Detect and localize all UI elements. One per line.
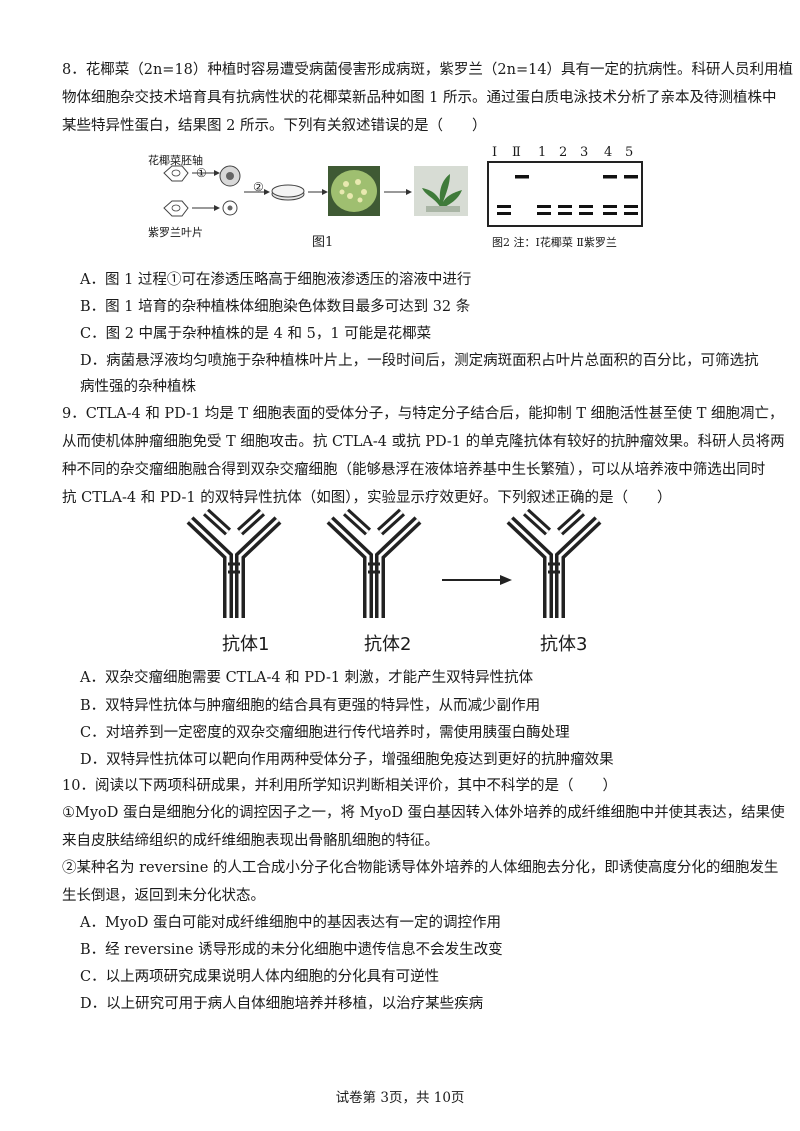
gel-lane-label-1: 1 — [538, 145, 547, 160]
gel-band-lower-2-2 — [558, 212, 572, 215]
fig1-label-violet: 紫罗兰叶片 — [148, 226, 203, 239]
page-footer: 试卷第 3页，共 10页 — [335, 1090, 465, 1106]
gel-band-lower-4-1 — [603, 205, 617, 208]
antibody-2-label: 抗体2 — [364, 634, 412, 655]
q9-stem-line-4: 抗 CTLA-4 和 PD-1 的双特异性抗体（如图），实验显示疗效更好。下列叙… — [62, 490, 672, 506]
q8-option-a: A．图 1 过程①可在渗透压略高于细胞液渗透压的溶液中进行 — [80, 272, 472, 288]
antibody-3-label: 抗体3 — [540, 634, 588, 655]
gel-band-lower-3-2 — [579, 212, 593, 215]
gel-band-lower-5-2 — [624, 212, 638, 215]
q8-option-c: C．图 2 中属于杂种植株的是 4 和 5，1 可能是花椰菜 — [80, 326, 432, 342]
gel-band-lower-Ⅰ-1 — [497, 205, 511, 208]
gel-band-lower-Ⅰ-2 — [497, 212, 511, 215]
gel-lane-label-5: 5 — [625, 145, 634, 160]
q8-option-d-cont: 病性强的杂种植株 — [80, 379, 196, 395]
gel-electrophoresis-diagram — [487, 161, 643, 227]
fig1-step2-label: ② — [253, 180, 264, 194]
q8-stem-line-1: 8．花椰菜（2n=18）种植时容易遭受病菌侵害形成病斑，紫罗兰（2n=14）具有… — [62, 62, 794, 78]
gel-lane-label-4: 4 — [604, 145, 613, 160]
gel-lane-label-I: Ⅰ — [492, 145, 498, 160]
q9-option-c: C．对培养到一定密度的双杂交瘤细胞进行传代培养时，需使用胰蛋白酶处理 — [80, 725, 570, 741]
antibody-1-label: 抗体1 — [222, 634, 270, 655]
q10-item2-line-1: ②某种名为 reversine 的人工合成小分子化合物能诱导体外培养的人体细胞去… — [62, 860, 779, 876]
q10-item2-line-2: 生长倒退，返回到未分化状态。 — [62, 888, 265, 904]
fig1-diagram — [163, 165, 468, 217]
q9-option-b: B．双特异性抗体与肿瘤细胞的结合具有更强的特异性，从而减少副作用 — [80, 698, 541, 714]
q8-stem-line-3: 某些特异性蛋白，结果图 2 所示。下列有关叙述错误的是（ ） — [62, 118, 487, 134]
gel-lane-label-2: 2 — [559, 145, 568, 160]
q8-stem-line-2: 物体细胞杂交技术培育具有抗病性状的花椰菜新品种如图 1 所示。通过蛋白质电泳技术… — [62, 90, 777, 106]
gel-band-lower-1-1 — [537, 205, 551, 208]
q10-stem: 10．阅读以下两项科研成果，并利用所学知识判断相关评价，其中不科学的是（ ） — [62, 778, 617, 794]
gel-band-lower-4-2 — [603, 212, 617, 215]
q8-option-b: B．图 1 培育的杂种植株体细胞染色体数目最多可达到 32 条 — [80, 299, 471, 315]
q10-option-d: D．以上研究可用于病人自体细胞培养并移植，以治疗某些疾病 — [80, 996, 484, 1012]
antibody-3-icon — [506, 508, 602, 618]
antibody-diagram — [186, 508, 602, 618]
q10-item1-line-2: 来自皮肤结缔组织的成纤维细胞表现出骨骼肌细胞的特征。 — [62, 833, 439, 849]
fig2-caption: 图2 注：Ⅰ花椰菜 Ⅱ紫罗兰 — [492, 236, 617, 249]
antibody-2-icon — [326, 508, 422, 618]
gel-band-upper-4 — [603, 175, 617, 179]
antibody-1-icon — [186, 508, 282, 618]
gel-lane-label-II: Ⅱ — [512, 145, 521, 160]
fig1-caption: 图1 — [312, 235, 334, 250]
gel-lane-label-3: 3 — [580, 145, 589, 160]
gel-band-lower-2-1 — [558, 205, 572, 208]
gel-band-lower-5-1 — [624, 205, 638, 208]
gel-band-lower-1-2 — [537, 212, 551, 215]
q10-option-c: C．以上两项研究成果说明人体内细胞的分化具有可逆性 — [80, 969, 440, 985]
q9-option-d: D．双特异性抗体可以靶向作用两种受体分子，增强细胞免疫达到更好的抗肿瘤效果 — [80, 752, 614, 768]
q8-option-d: D．病菌悬浮液均匀喷施于杂种植株叶片上，一段时间后，测定病斑面积占叶片总面积的百… — [80, 353, 759, 369]
q9-option-a: A．双杂交瘤细胞需要 CTLA-4 和 PD-1 刺激，才能产生双特异性抗体 — [80, 670, 534, 686]
gel-band-lower-3-1 — [579, 205, 593, 208]
gel-band-upper-5 — [624, 175, 638, 179]
q10-option-b: B．经 reversine 诱导形成的未分化细胞中遗传信息不会发生改变 — [80, 942, 503, 958]
q9-stem-line-3: 种不同的杂交瘤细胞融合得到双杂交瘤细胞（能够悬浮在液体培养基中生长繁殖），可以从… — [62, 462, 766, 478]
q9-stem-line-2: 从而使机体肿瘤细胞免受 T 细胞攻击。抗 CTLA-4 或抗 PD-1 的单克隆… — [62, 434, 785, 450]
q9-stem-line-1: 9．CTLA-4 和 PD-1 均是 T 细胞表面的受体分子，与特定分子结合后，… — [62, 406, 784, 422]
gel-band-upper-Ⅱ — [515, 175, 529, 179]
fig1-label-broccoli: 花椰菜胚轴 — [148, 154, 203, 167]
q10-item1-line-1: ①MyoD 蛋白是细胞分化的调控因子之一，将 MyoD 蛋白基因转入体外培养的成… — [62, 805, 785, 821]
q10-option-a: A．MyoD 蛋白可能对成纤维细胞中的基因表达有一定的调控作用 — [80, 915, 501, 931]
